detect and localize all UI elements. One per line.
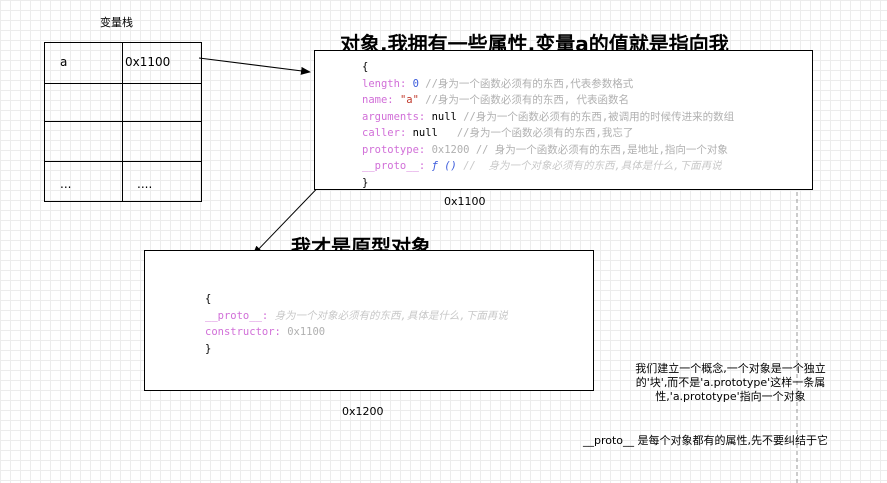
prop-value: 0x1100 — [287, 326, 326, 338]
concept-note-line: 的'块',而不是'a.prototype'这样一条属 — [635, 376, 826, 389]
concept-note-line: 我们建立一个概念,一个对象是一个独立 — [635, 362, 826, 375]
code-line: name: "a" //身为一个函数必须有的东西, 代表函数名 — [362, 94, 630, 106]
prop-value: ƒ () — [431, 160, 457, 172]
arrow-a-to-object — [198, 57, 311, 75]
prototype-object-box: { __proto__: 身为一个对象必须有的东西,具体是什么,下面再说 con… — [144, 250, 594, 391]
function-object-code: { length: 0 //身为一个函数必须有的东西,代表参数格式 name: … — [362, 59, 734, 191]
variable-stack: a 0x1100 ... .... — [44, 42, 202, 202]
function-object-address: 0x1100 — [444, 195, 486, 208]
code-line: length: 0 //身为一个函数必须有的东西,代表参数格式 — [362, 77, 634, 90]
prop-comment: //身为一个函数必须有的东西,我忘了 — [444, 127, 634, 139]
prop-comment: //身为一个函数必须有的东西,代表参数格式 — [425, 77, 634, 90]
prop-key: caller — [362, 127, 400, 139]
code-line: prototype: 0x1200 // 身为一个函数必须有的东西,是地址,指向… — [362, 143, 728, 156]
prop-key: length — [362, 77, 400, 90]
stack-divider — [45, 83, 201, 84]
stack-divider — [45, 121, 201, 122]
proto-note: __proto__ 是每个对象都有的属性,先不要纠结于它 — [583, 434, 829, 447]
prop-value: "a" — [399, 94, 419, 106]
prop-comment: // 身为一个函数必须有的东西,是地址,指向一个对象 — [469, 143, 728, 156]
stack-ellipsis: .... — [137, 177, 153, 191]
prop-comment: // 身为一个对象必须有的东西,具体是什么,下面再说 — [463, 160, 722, 172]
stack-column-divider — [122, 43, 123, 201]
prototype-object-address: 0x1200 — [342, 405, 384, 418]
prop-value: null — [412, 127, 438, 139]
close-brace: } — [362, 176, 369, 189]
function-object-box: { length: 0 //身为一个函数必须有的东西,代表参数格式 name: … — [314, 50, 813, 190]
prop-comment: //身为一个函数必须有的东西, 代表函数名 — [425, 94, 630, 106]
prop-value: 身为一个对象必须有的东西,具体是什么,下面再说 — [274, 309, 508, 322]
stack-ellipsis: ... — [60, 177, 72, 191]
prop-key: __proto__ — [362, 160, 419, 172]
open-brace: { — [362, 61, 369, 73]
concept-note-line: 性,'a.prototype'指向一个对象 — [655, 390, 806, 403]
stack-title: 变量栈 — [100, 16, 133, 29]
prop-key: name — [362, 94, 388, 106]
concept-note: 我们建立一个概念,一个对象是一个独立 的'块',而不是'a.prototype'… — [618, 362, 843, 404]
prop-value: 0 — [412, 77, 419, 90]
close-brace: } — [205, 342, 212, 355]
code-line: __proto__: 身为一个对象必须有的东西,具体是什么,下面再说 — [205, 309, 508, 322]
code-line: __proto__: ƒ () // 身为一个对象必须有的东西,具体是什么,下面… — [362, 160, 722, 172]
prop-comment: //身为一个函数必须有的东西,被调用的时候传进来的数组 — [463, 110, 735, 123]
code-line: arguments: null //身为一个函数必须有的东西,被调用的时候传进来… — [362, 110, 735, 123]
prototype-object-code: { __proto__: 身为一个对象必须有的东西,具体是什么,下面再说 con… — [205, 291, 508, 357]
prop-key: arguments — [362, 110, 419, 123]
prop-value: null — [431, 110, 457, 123]
prop-value: 0x1200 — [431, 143, 470, 156]
prop-key: __proto__ — [205, 309, 262, 322]
prop-key: constructor — [205, 326, 275, 338]
code-line: caller: null //身为一个函数必须有的东西,我忘了 — [362, 127, 634, 139]
stack-var-value: 0x1100 — [125, 55, 171, 69]
prop-key: prototype — [362, 143, 419, 156]
stack-divider — [45, 161, 201, 162]
stack-var-name: a — [60, 55, 68, 69]
code-line: constructor: 0x1100 — [205, 326, 326, 338]
open-brace: { — [205, 293, 212, 305]
